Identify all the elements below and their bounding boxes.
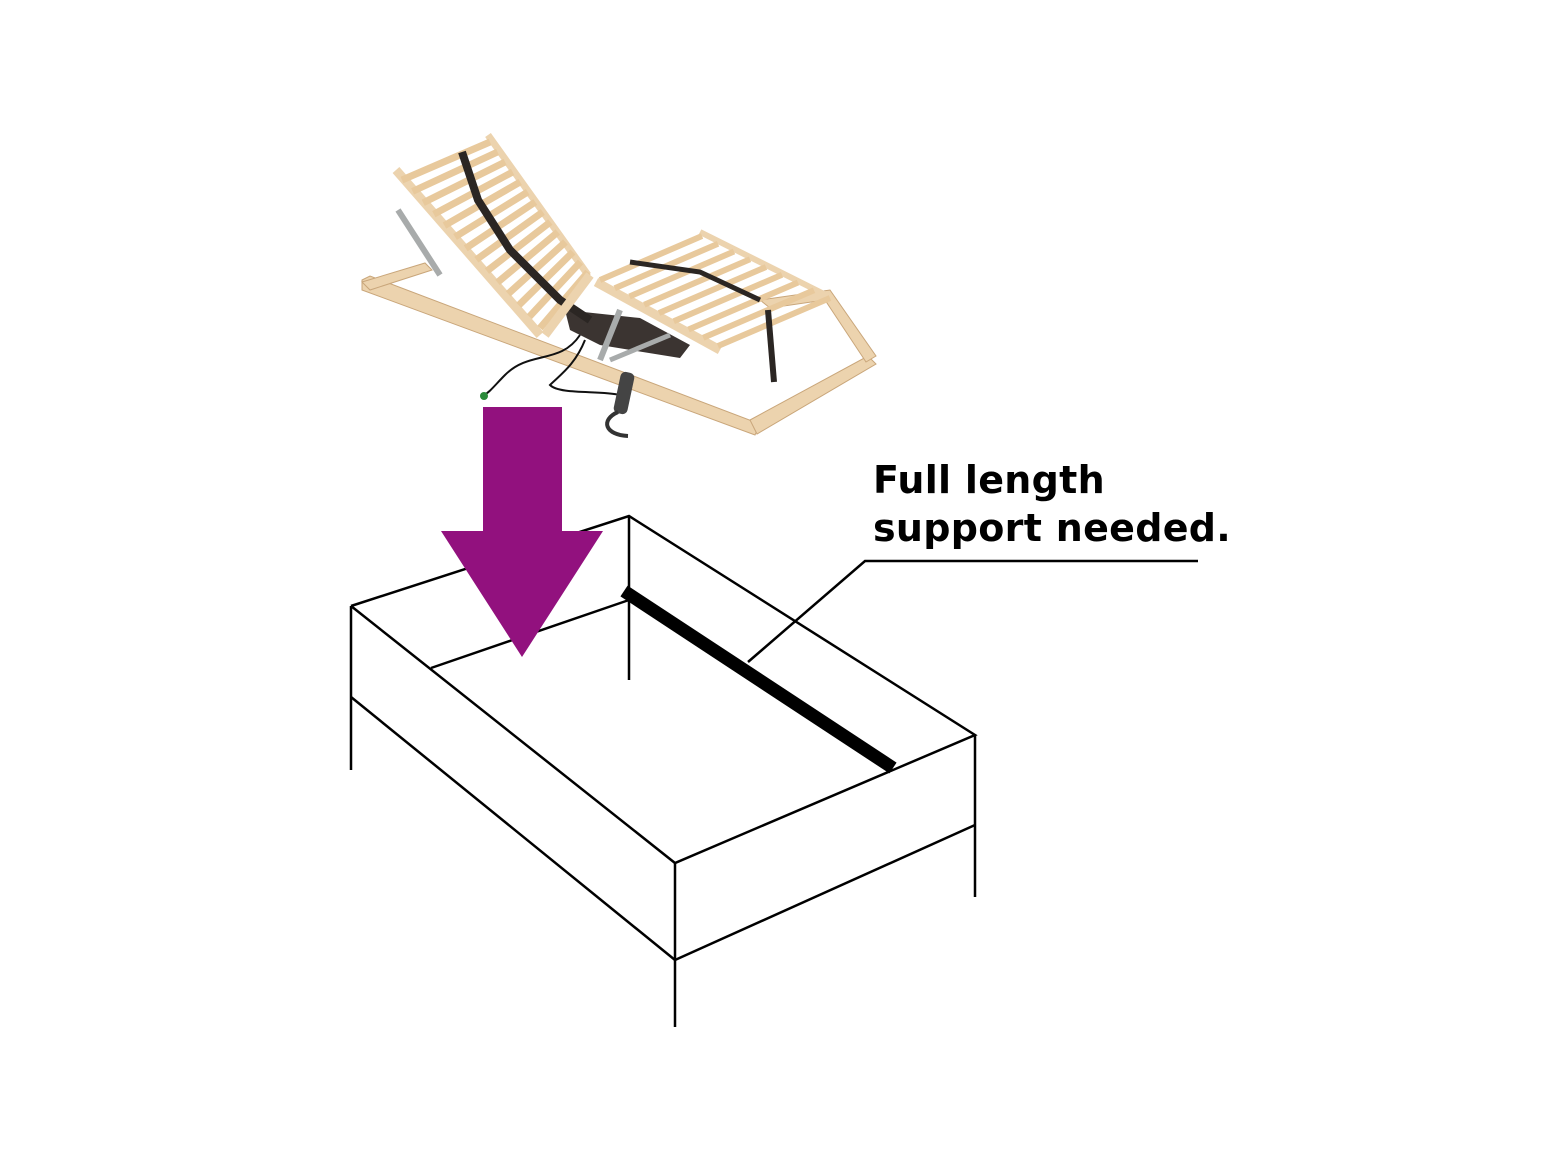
slat [400,138,492,184]
slat [598,233,704,283]
power-cable [483,334,581,396]
base-frame-end-rail [749,355,877,435]
motor-housing [565,310,690,358]
annotation-line-2: support needed. [873,506,1232,550]
slat [505,239,568,297]
slat [672,271,784,325]
support-annotation: Full length support needed. [873,456,1231,552]
slat [628,248,736,300]
slat [687,279,800,333]
down-arrow-icon [441,407,603,657]
slat [411,148,500,195]
slat [421,158,507,206]
slat [643,256,752,308]
base-frame-back-rail [361,262,433,291]
annotation-line-1: Full length [873,458,1105,502]
center-support-beam [620,585,897,774]
slat [657,264,768,316]
leader-line [747,559,1198,663]
backrest-section [392,132,593,338]
slat [484,219,553,274]
slatted-bed-base-illustration [361,132,877,438]
bed-frame-outline [349,514,978,1027]
slat [474,209,545,263]
slat [516,249,576,308]
slat [702,287,816,341]
slat [716,295,832,349]
slat [463,199,538,252]
remote-control [613,371,635,415]
foot-section [593,229,834,383]
slat [495,229,561,286]
